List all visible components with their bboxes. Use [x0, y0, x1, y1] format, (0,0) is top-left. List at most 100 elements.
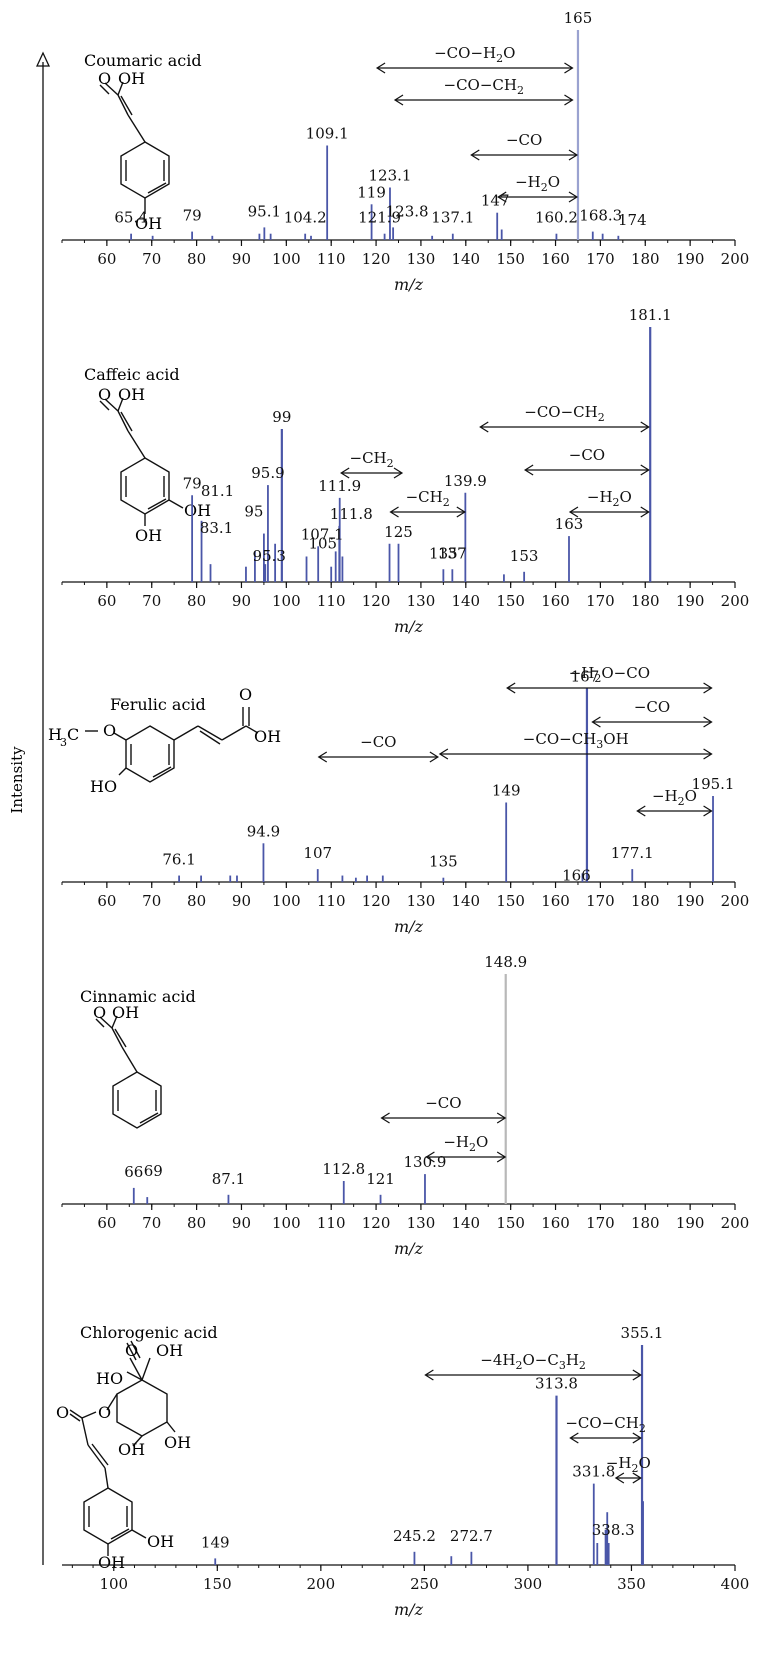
peak-label: 79 — [183, 474, 202, 492]
loss-arrow-head — [632, 1369, 642, 1381]
structure-ferulic-atoms: H 3 C O O OH HO — [48, 685, 281, 796]
peak-label: 153 — [510, 547, 539, 565]
x-tick-label: 120 — [362, 1214, 391, 1232]
svg-text:OH: OH — [98, 1553, 125, 1572]
loss-arrow-head — [568, 191, 579, 203]
svg-text:OH: OH — [156, 1341, 183, 1360]
peak-label: 135 — [429, 853, 458, 871]
loss-arrow-head — [479, 421, 489, 433]
svg-text:O: O — [98, 385, 111, 404]
loss-arrow-head — [703, 682, 713, 694]
svg-text:O: O — [98, 1403, 111, 1422]
loss-arrow-head — [456, 506, 466, 518]
svg-text:O: O — [125, 1341, 138, 1360]
x-tick-label: 140 — [451, 592, 480, 610]
loss-arrow-head — [703, 748, 713, 760]
x-tick-label: 90 — [232, 250, 251, 268]
x-tick-label: 140 — [451, 250, 480, 268]
x-tick-label: 130 — [407, 892, 436, 910]
x-tick-label: 150 — [496, 592, 525, 610]
x-tick-label: 60 — [97, 1214, 116, 1232]
x-tick-label: 200 — [721, 592, 750, 610]
x-tick-label: 200 — [307, 1575, 336, 1593]
loss-arrow-head — [568, 149, 579, 161]
loss-arrow-head — [393, 94, 404, 106]
x-tick-label: 100 — [272, 592, 301, 610]
x-tick-label: 140 — [451, 1214, 480, 1232]
peak-label: 167 — [571, 668, 600, 686]
structure-chlorogenic-atoms: O OH HO O O OH OH OH OH — [56, 1341, 191, 1572]
loss-arrow-head — [632, 1432, 642, 1444]
peak-label: 95.3 — [253, 547, 286, 565]
loss-label: −CO — [360, 733, 396, 751]
svg-text:3: 3 — [60, 736, 67, 749]
loss-label: −CO−CH3OH — [523, 730, 629, 751]
structure-cinnamic-atoms: O OH — [93, 1003, 139, 1022]
peak-label: 76.1 — [162, 851, 195, 869]
x-tick-label: 80 — [187, 1214, 206, 1232]
peak-label: 166 — [562, 866, 591, 884]
peak-label: 338.3 — [592, 1521, 635, 1539]
x-tick-label: 90 — [232, 892, 251, 910]
loss-label: −H2O — [443, 1133, 488, 1154]
loss-arrow-head — [389, 506, 399, 518]
loss-arrow-head — [497, 191, 507, 203]
x-tick-label: 170 — [586, 592, 615, 610]
compound-title: Caffeic acid — [84, 365, 180, 384]
svg-text:OH: OH — [164, 1433, 191, 1452]
peak-label: 195.1 — [692, 775, 735, 793]
x-tick-label: 80 — [187, 892, 206, 910]
peak-label: 135 — [429, 544, 458, 562]
loss-arrow-head — [429, 751, 440, 763]
x-tick-label: 170 — [586, 250, 615, 268]
loss-label: −CO — [569, 446, 605, 464]
loss-arrow-head — [569, 1432, 579, 1444]
loss-arrow-head — [703, 805, 713, 817]
peak-label: 83.1 — [200, 519, 233, 537]
x-tick-label: 190 — [676, 250, 705, 268]
x-tick-label: 200 — [721, 892, 750, 910]
peak-label: 107.1 — [301, 525, 344, 543]
peak-label: 79 — [183, 207, 202, 225]
peak-label: 95.9 — [251, 464, 284, 482]
loss-arrow-head — [317, 751, 328, 763]
x-axis-label: m/z — [394, 1600, 424, 1619]
peak-label: 109.1 — [306, 125, 349, 143]
x-tick-label: 180 — [631, 592, 660, 610]
peak-label: 174 — [618, 211, 647, 229]
svg-text:HO: HO — [96, 1369, 123, 1388]
peak-label: 95.1 — [248, 202, 281, 220]
loss-label: −H2O−CO — [569, 664, 650, 685]
svg-text:OH: OH — [118, 1440, 145, 1459]
x-tick-label: 180 — [631, 1214, 660, 1232]
loss-arrow-head — [640, 421, 650, 433]
x-axis-label: m/z — [394, 1239, 424, 1258]
loss-arrow-head — [438, 748, 449, 760]
loss-arrow-head — [380, 1112, 390, 1124]
x-tick-label: 190 — [676, 592, 705, 610]
x-tick-label: 100 — [272, 892, 301, 910]
loss-arrow-head — [564, 94, 574, 106]
loss-arrow-head — [632, 1472, 642, 1484]
peak-label: 149 — [492, 781, 521, 799]
peak-label: 165 — [564, 9, 593, 27]
peak-label: 313.8 — [535, 1375, 578, 1393]
loss-arrow-head — [703, 716, 713, 728]
svg-text:H: H — [48, 725, 62, 744]
peak-label: 125 — [384, 523, 413, 541]
peak-label: 245.2 — [393, 1527, 436, 1545]
peak-label: 163 — [555, 515, 584, 533]
svg-text:O: O — [103, 721, 116, 740]
x-tick-label: 80 — [187, 592, 206, 610]
x-tick-label: 160 — [541, 1214, 570, 1232]
loss-arrow-head — [523, 464, 534, 476]
peak-label: 66 — [124, 1163, 143, 1181]
loss-arrow-head — [564, 62, 574, 74]
loss-label: −CH2 — [350, 449, 394, 470]
x-tick-label: 70 — [142, 250, 161, 268]
peak-label: 123.8 — [386, 202, 429, 220]
peak-label: 111.8 — [330, 505, 373, 523]
svg-text:HO: HO — [90, 777, 117, 796]
svg-text:OH: OH — [118, 69, 145, 88]
structure-ferulic — [85, 707, 259, 783]
